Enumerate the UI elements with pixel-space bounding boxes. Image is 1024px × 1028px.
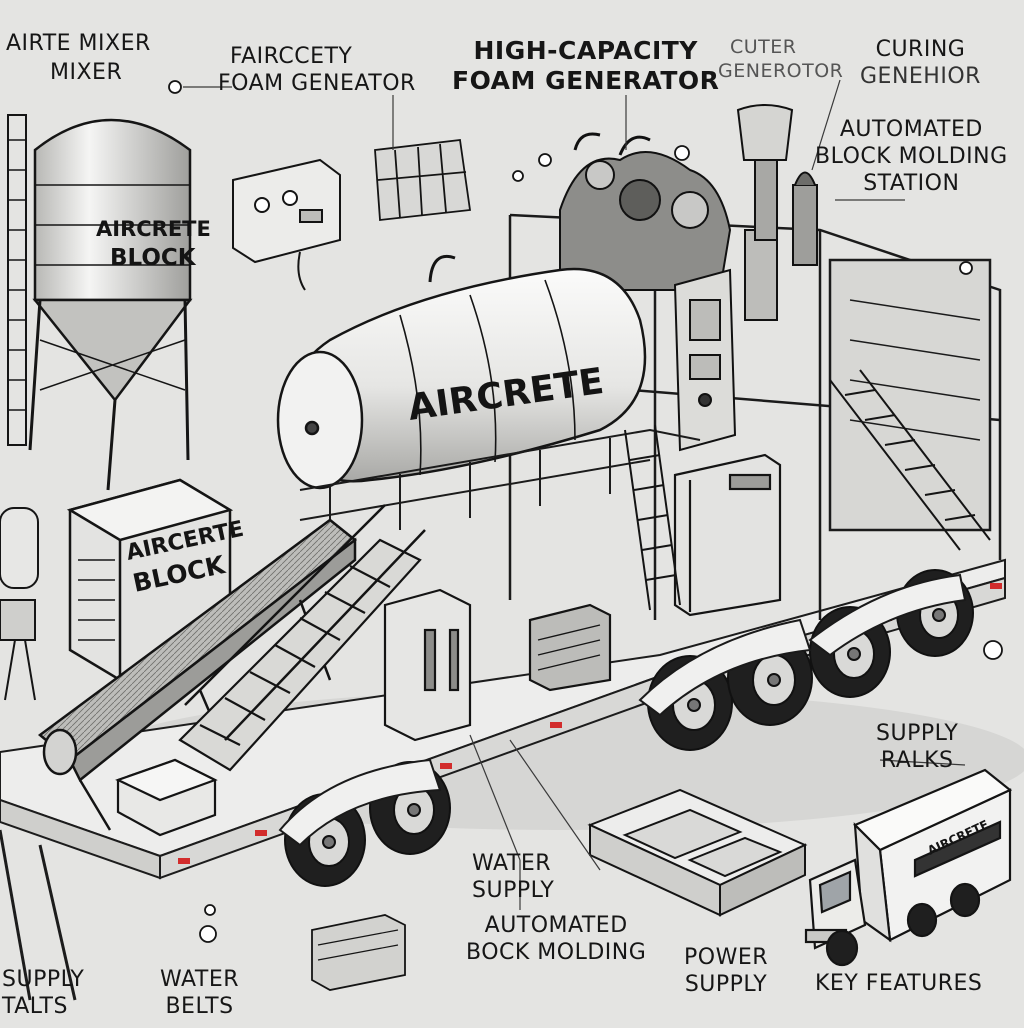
label-supply-ralks-line2: RALKS <box>876 749 958 772</box>
silo <box>8 115 190 490</box>
label-power-supply-line2: SUPPLY <box>684 973 768 996</box>
label-foam-geneator: FOAM GENEATOR <box>218 72 416 95</box>
label-airte-mixer-line1: AIRTE MIXER <box>6 32 151 55</box>
label-key-features: KEY FEATURES <box>815 972 982 995</box>
label-automated-station: AUTOMATED BLOCK MOLDING STATION <box>815 118 1008 195</box>
label-supply-talts-line2: TALTS <box>2 995 84 1018</box>
label-water-belts: WATER BELTS <box>160 968 239 1018</box>
block-stack-sketch <box>375 140 470 220</box>
label-supply-talts-line1: SUPPLY <box>2 968 84 991</box>
right-cabinet <box>675 455 780 615</box>
label-high-capacity-line1: HIGH-CAPACITY <box>452 38 719 64</box>
label-faircety: FAIRCCETY <box>230 45 416 68</box>
label-automated-bock-line1: AUTOMATED <box>466 914 646 937</box>
foam-generator-sketch <box>233 160 340 290</box>
label-water-supply-line2: SUPPLY <box>472 879 554 902</box>
ladder <box>625 425 680 610</box>
label-water-supply-line1: WATER <box>472 852 554 875</box>
center-cabinet <box>385 590 470 740</box>
label-water-supply: WATER SUPPLY <box>472 852 554 902</box>
label-water-belts-line1: WATER <box>160 968 239 991</box>
filter-unit <box>530 605 610 690</box>
label-power-supply-line1: POWER <box>684 946 768 969</box>
label-curing-generator: CURING GENEHIOR <box>860 38 981 88</box>
label-cuter-generator: CUTER GENEROTOR <box>718 38 843 82</box>
supply-bale <box>312 915 405 990</box>
silo-text-line2: BLOCK <box>110 245 197 271</box>
label-airte-mixer-line2: MIXER <box>50 61 151 84</box>
label-supply-talts: SUPPLY TALTS <box>2 968 84 1018</box>
label-power-supply: POWER SUPPLY <box>684 946 768 996</box>
label-airte-mixer: AIRTE MIXER MIXER <box>6 32 151 84</box>
label-automated-station-line3: STATION <box>815 172 1008 195</box>
label-foam-generator-left: FAIRCCETY FOAM GENEATOR <box>218 45 416 95</box>
label-water-belts-line2: BELTS <box>160 995 239 1018</box>
label-curing: CURING <box>860 38 981 61</box>
label-genetor: GENEROTOR <box>718 62 843 82</box>
label-high-capacity-line2: FOAM GENERATOR <box>452 68 719 94</box>
label-automated-station-line2: BLOCK MOLDING <box>815 145 1008 168</box>
side-tank <box>0 508 38 700</box>
label-high-capacity: HIGH-CAPACITY FOAM GENERATOR <box>452 38 719 95</box>
label-automated-bock-molding: AUTOMATED BOCK MOLDING <box>466 914 646 964</box>
label-automated-bock-line2: BOCK MOLDING <box>466 941 646 964</box>
label-supply-ralks-line1: SUPPLY <box>876 722 958 745</box>
control-cabinet <box>675 270 735 450</box>
label-cuter: CUTER <box>730 38 843 58</box>
label-automated-station-line1: AUTOMATED <box>815 118 1008 141</box>
label-supply-ralks: SUPPLY RALKS <box>876 722 958 772</box>
silo-text-line1: AIRCRETE <box>96 217 211 241</box>
label-genehior: GENEHIOR <box>860 65 981 88</box>
